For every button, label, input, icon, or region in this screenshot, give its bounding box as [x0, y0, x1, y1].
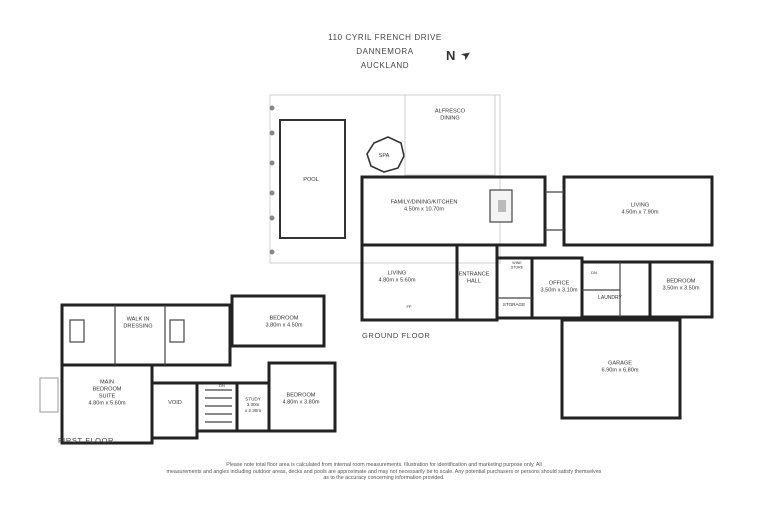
room-label-main-suite: BEDROOM — [93, 387, 122, 393]
room-label-garage: GARAGE — [608, 361, 632, 367]
room-label-void: VOID — [168, 400, 182, 406]
address-line-3: AUCKLAND — [360, 61, 410, 70]
room-label-storage: STORAGE — [503, 302, 525, 307]
room-label-living-east: 4.50m x 7.90m — [622, 210, 659, 216]
room-label-office: 3.50m x 3.10m — [541, 288, 578, 294]
room-label-living-east: LIVING — [631, 203, 649, 209]
first-floor-inner — [39, 305, 232, 423]
room-label-walkin: DRESSING — [123, 324, 152, 330]
fireplace-label: FP — [406, 304, 411, 309]
room-label-pool: POOL — [303, 177, 319, 183]
spa-outline — [366, 136, 405, 173]
alfresco-outline — [404, 94, 496, 176]
room-label-living-west: 4.80m x 5.60m — [379, 278, 416, 284]
address-line-2: DANNEMORA — [356, 47, 414, 56]
stair-down-label: DN — [591, 270, 597, 275]
stair-down-label: DN — [219, 383, 225, 388]
outdoor-area — [269, 94, 501, 264]
first-floor-label: FIRST FLOOR — [58, 436, 115, 445]
room-label-bedroom-ground: 3.50m x 3.50m — [663, 286, 700, 292]
room-label-entrance: ENTRANCE — [459, 272, 490, 278]
room-label-main-suite: 4.80m x 5.60m — [89, 401, 126, 407]
room-label-bedroom-first-a: 3.80m x 4.50m — [266, 323, 303, 329]
north-label: N — [446, 48, 456, 63]
pool-outline — [279, 119, 346, 239]
room-label-office: OFFICE — [549, 281, 570, 287]
room-label-main-suite: MAIN — [100, 380, 114, 386]
room-label-family: 4.50m x 10.70m — [404, 207, 444, 213]
room-label-study: STUDY — [245, 396, 261, 401]
room-label-bedroom-first-b: BEDROOM — [287, 393, 316, 399]
room-label-bedroom-first-b: 4.80m x 3.80m — [283, 400, 320, 406]
room-label-bedroom-ground: BEDROOM — [667, 279, 696, 285]
ground-floor-walls — [360, 175, 714, 420]
room-label-walkin: WALK IN — [127, 317, 150, 323]
ground-floor-label: GROUND FLOOR — [362, 331, 431, 340]
room-label-wine: WINE — [512, 261, 522, 265]
first-floor-walls — [60, 294, 337, 445]
disclaimer: Please note total floor area is calculat… — [0, 462, 768, 482]
disclaimer-line: measurements and angles including outdoo… — [166, 468, 602, 475]
address-line-1: 110 CYRIL FRENCH DRIVE — [328, 33, 442, 42]
room-label-wine: STORE — [511, 265, 524, 269]
room-label-bedroom-first-a: BEDROOM — [270, 316, 299, 322]
pool-deck — [269, 94, 501, 264]
deck-plants — [269, 105, 275, 255]
ground-floor-inner — [489, 189, 621, 317]
room-label-main-suite: SUITE — [99, 394, 116, 400]
room-label-study: 3.30m — [247, 402, 260, 407]
room-label-alfresco: ALFRESCO — [435, 109, 466, 115]
disclaimer-line: Please note total floor area is calculat… — [226, 462, 542, 468]
room-label-spa: SPA — [379, 153, 390, 159]
room-label-laundry: LAUNDRY — [598, 295, 622, 301]
disclaimer-line: as to the accuracy concerning informatio… — [323, 475, 445, 482]
room-label-garage: 6.90m x 6.80m — [602, 368, 639, 374]
room-label-alfresco: DINING — [440, 116, 460, 122]
room-label-living-west: LIVING — [388, 271, 406, 277]
room-label-entrance: HALL — [467, 279, 481, 285]
room-label-study: x 2.30m — [245, 408, 262, 413]
room-label-family: FAMILY/DINING/KITCHEN — [391, 200, 458, 206]
